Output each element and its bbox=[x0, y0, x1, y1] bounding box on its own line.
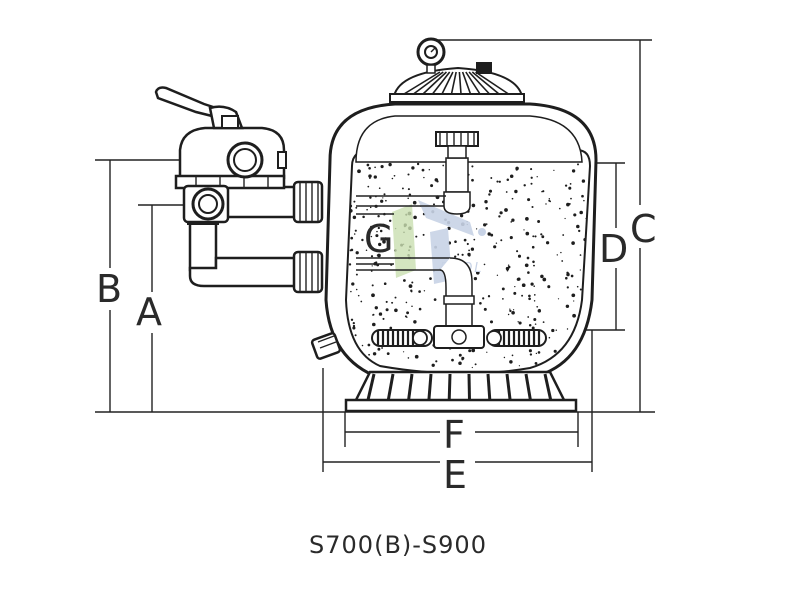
lateral-arms bbox=[371, 329, 547, 347]
pressure-gauge-icon bbox=[416, 37, 446, 74]
dimension-label-f: F bbox=[443, 413, 465, 457]
inlet-port-icon bbox=[182, 184, 230, 224]
side-pipework bbox=[187, 180, 324, 294]
valve-handle-icon bbox=[154, 86, 244, 130]
dimension-label-g: G bbox=[364, 217, 393, 261]
base-stand bbox=[344, 370, 578, 413]
dimension-label-e: E bbox=[443, 453, 467, 497]
tank-lid bbox=[389, 62, 525, 103]
dimension-label-b: B bbox=[96, 267, 122, 311]
multiport-valve bbox=[154, 86, 287, 224]
drain-valve bbox=[310, 332, 342, 360]
dimension-lines bbox=[95, 39, 655, 472]
dimension-label-c: C bbox=[630, 207, 657, 251]
dimension-label-a: A bbox=[136, 290, 162, 334]
model-caption: S700(B)-S900 bbox=[309, 531, 487, 559]
internal-pipes bbox=[356, 131, 485, 349]
dimension-label-d: D bbox=[599, 227, 628, 271]
valve-port-icon bbox=[226, 141, 264, 179]
